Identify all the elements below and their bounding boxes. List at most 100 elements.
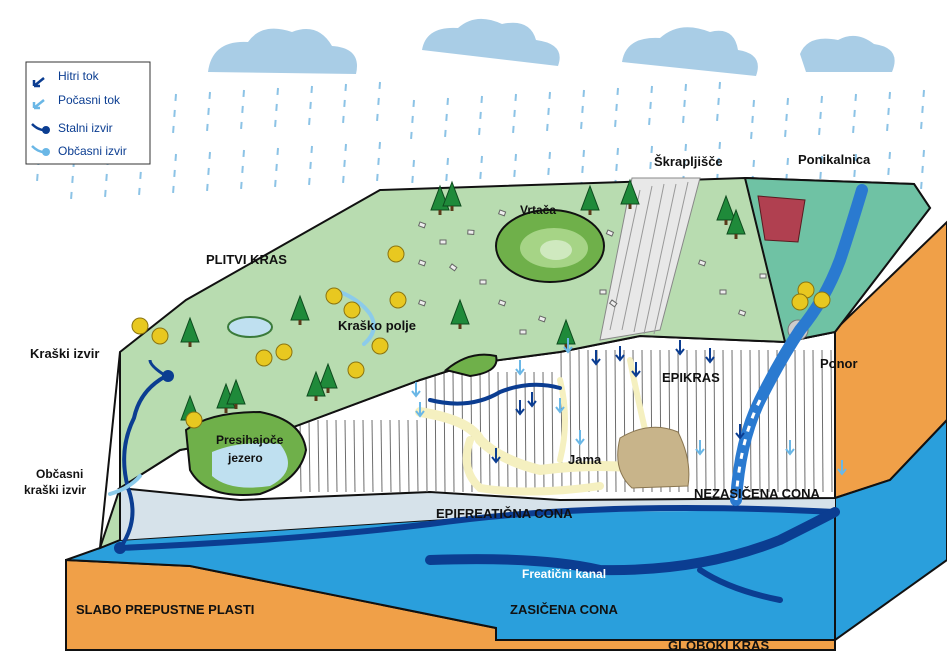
rain-streak <box>172 153 177 195</box>
flow-arrow-icon <box>563 338 573 354</box>
rock <box>479 279 487 285</box>
fissure-line <box>506 371 509 493</box>
fissure-line <box>317 419 320 493</box>
fissure-line <box>335 419 338 493</box>
fissure-line <box>353 419 356 493</box>
rain-streak <box>172 93 177 135</box>
shrubs <box>131 245 831 429</box>
label-krasko-polje: Kraško polje <box>338 318 416 333</box>
flow-arrow-icon <box>415 402 425 418</box>
fissure-line <box>731 349 734 493</box>
rain-streak <box>580 89 585 131</box>
fissure-line <box>416 419 419 493</box>
rain-streak <box>308 145 313 187</box>
flow-arrow-icon <box>837 460 847 476</box>
label-obcasni-1: Občasni <box>36 467 83 481</box>
fissure-line <box>722 349 725 493</box>
label-plitvi-kras: PLITVI KRAS <box>206 252 287 267</box>
rain-streak <box>546 91 551 133</box>
shrub <box>387 245 405 263</box>
fissure-line <box>524 371 527 493</box>
legend-item-3: Stalni izvir <box>58 121 113 135</box>
fissure-line <box>443 371 446 493</box>
rock <box>497 299 507 307</box>
rain-streak <box>920 149 925 191</box>
fissure-line <box>344 419 347 493</box>
rain-streak <box>206 151 211 193</box>
tree-trunk <box>458 324 462 329</box>
flow-arrow-icon <box>555 398 565 414</box>
clouds <box>208 18 895 76</box>
flow-arrows <box>411 338 847 476</box>
cloud-1 <box>208 28 357 75</box>
rock <box>417 259 427 267</box>
fissure-line <box>488 371 491 493</box>
rock <box>417 299 427 307</box>
flow-arrow-icon <box>785 440 795 456</box>
flow-arrow-icon <box>575 430 585 446</box>
rain-streak <box>342 83 347 125</box>
rock <box>759 273 767 279</box>
permanent-spring-icon <box>162 370 174 382</box>
fissure-line <box>434 371 437 493</box>
rain-streak <box>70 159 75 201</box>
tree-trunk <box>628 204 632 209</box>
tree-trunk <box>564 344 568 349</box>
fissure-line <box>398 419 401 493</box>
rain-streak <box>274 147 279 189</box>
fissure-line <box>371 419 374 493</box>
tree-trunk <box>188 342 192 347</box>
sinking-river-dashed <box>734 399 762 501</box>
fissure-line <box>362 419 365 493</box>
slow-flow-arrow-icon <box>32 99 45 110</box>
rain-streak <box>682 83 687 125</box>
label-presihajoce-2: jezero <box>227 451 263 465</box>
legend-box <box>25 61 151 165</box>
tree-trunk <box>224 408 228 413</box>
shrub <box>131 317 149 335</box>
fissure-line <box>308 419 311 493</box>
rain-streak <box>376 81 381 123</box>
rain-streak <box>614 87 619 129</box>
red-outcrop <box>757 195 806 243</box>
shrub <box>325 287 343 305</box>
rain-streak <box>716 141 721 183</box>
tree-trunk <box>450 206 454 211</box>
fissure-line <box>407 419 410 493</box>
rain-streak <box>852 93 857 135</box>
rain-streak <box>410 99 415 141</box>
intermittent-lake-water <box>212 443 288 488</box>
rain-streak <box>240 89 245 131</box>
rain-streak <box>478 95 483 137</box>
legend-item-4: Občasni izvir <box>58 144 127 158</box>
small-doline-hill <box>443 353 498 378</box>
spring-outflow-arrow-icon <box>148 359 167 378</box>
trees <box>180 178 746 425</box>
shrub <box>255 349 273 367</box>
sinking-river <box>730 184 868 506</box>
fissure-line <box>389 419 392 493</box>
fissure-line <box>785 349 788 493</box>
flow-arrow-icon <box>411 382 421 398</box>
tree-trunk <box>298 320 302 325</box>
rock <box>608 299 618 308</box>
rock <box>439 239 447 245</box>
rain-streak <box>342 143 347 185</box>
fissure-line <box>515 371 518 493</box>
fissure-line <box>380 419 383 493</box>
fissure-line <box>713 349 716 493</box>
rain-streak <box>206 91 211 133</box>
rain-streak <box>920 89 925 131</box>
flow-arrow-icon <box>675 340 685 356</box>
flow-arrow-icon <box>591 350 601 366</box>
rock <box>448 263 458 272</box>
slow-flow-channels <box>108 290 376 496</box>
tree-trunk <box>438 210 442 215</box>
rain-streak <box>716 81 721 123</box>
rocks <box>417 209 767 335</box>
label-presihajoce-1: Presihajoče <box>216 433 284 447</box>
fissure-line <box>830 349 833 493</box>
label-freaticni-kanal: Freatični kanal <box>522 567 606 581</box>
cloud-3 <box>622 27 758 76</box>
fissure-line <box>326 419 329 493</box>
